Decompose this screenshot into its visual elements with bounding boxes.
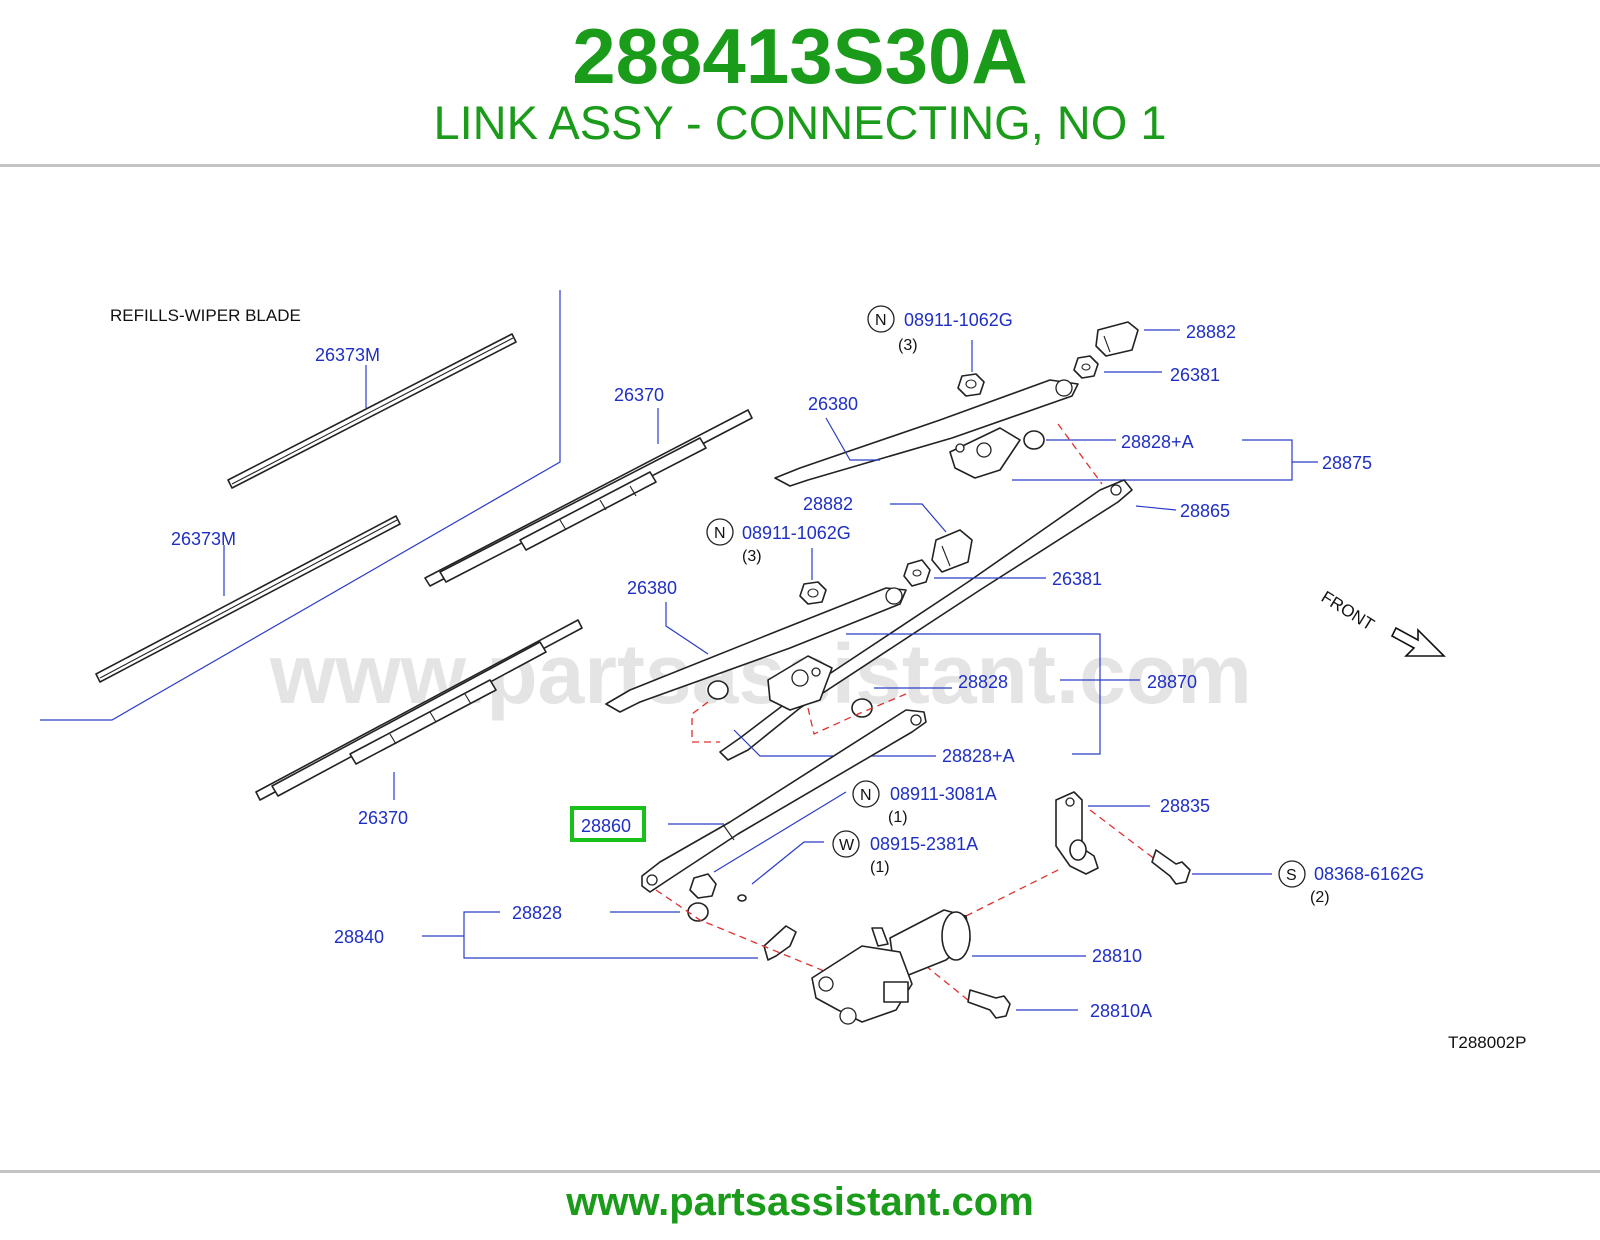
label-08911-1062g-b[interactable]: 08911-1062G bbox=[742, 523, 851, 543]
wiper-arm-lower[interactable] bbox=[605, 587, 907, 713]
marker-s-letter: S bbox=[1286, 867, 1297, 884]
header-divider bbox=[0, 164, 1600, 167]
page-header: 288413S30A LINK ASSY - CONNECTING, NO 1 bbox=[0, 0, 1600, 168]
qty-08368-6162g: (2) bbox=[1310, 889, 1330, 906]
nut-08911-3081a[interactable] bbox=[689, 873, 717, 899]
label-28810a[interactable]: 28810A bbox=[1090, 1001, 1152, 1021]
footer-url-link[interactable]: www.partsassistant.com bbox=[566, 1180, 1034, 1224]
marker-n-middle-letter: N bbox=[714, 525, 726, 542]
marker-n-upper bbox=[867, 305, 895, 333]
label-26373m-b[interactable]: 26373M bbox=[171, 529, 236, 549]
marker-w bbox=[832, 830, 860, 858]
section-title: REFILLS-WIPER BLADE bbox=[110, 306, 301, 325]
label-26380-a[interactable]: 26380 bbox=[808, 394, 858, 414]
figure-code: T288002P bbox=[1448, 1033, 1526, 1052]
qty-08915-2381a: (1) bbox=[870, 859, 890, 876]
refill-strip-lower[interactable] bbox=[95, 515, 401, 683]
marker-n-middle bbox=[706, 518, 734, 546]
bracket-28870 bbox=[846, 633, 1101, 755]
assembly-line-lower-right bbox=[965, 867, 1063, 917]
highlight-box-28860 bbox=[570, 806, 646, 842]
marker-s bbox=[1278, 860, 1306, 888]
assembly-line-middle-right bbox=[807, 693, 907, 735]
refill-strip-upper[interactable] bbox=[227, 333, 517, 489]
label-26381-b[interactable]: 26381 bbox=[1052, 569, 1102, 589]
bolt-08368-6162g[interactable] bbox=[1151, 849, 1191, 885]
wiper-motor-28810[interactable] bbox=[811, 909, 971, 1025]
assembly-line-upper bbox=[1057, 423, 1103, 485]
label-28828-a[interactable]: 28828 bbox=[958, 672, 1008, 692]
label-28870[interactable]: 28870 bbox=[1147, 672, 1197, 692]
label-28835[interactable]: 28835 bbox=[1160, 796, 1210, 816]
label-26380-b[interactable]: 26380 bbox=[627, 578, 677, 598]
leader-26380-a bbox=[825, 417, 880, 461]
label-26370-b[interactable]: 26370 bbox=[358, 808, 408, 828]
wiper-blade-lower[interactable] bbox=[255, 619, 583, 801]
nut-08911-1062g-lower[interactable] bbox=[799, 581, 827, 605]
label-26370-a[interactable]: 26370 bbox=[614, 385, 664, 405]
refills-group-bracket bbox=[40, 290, 561, 721]
label-08915-2381a[interactable]: 08915-2381A bbox=[870, 834, 978, 854]
bracket-28835[interactable] bbox=[1055, 791, 1099, 875]
leader-28882-b bbox=[890, 503, 947, 533]
label-28828a-a[interactable]: 28828+A bbox=[1121, 432, 1194, 452]
label-28828-b[interactable]: 28828 bbox=[512, 903, 562, 923]
leader-08915-2381a bbox=[751, 841, 824, 885]
leader-26380-b bbox=[665, 602, 709, 655]
label-28840[interactable]: 28840 bbox=[334, 927, 384, 947]
leader-28828a-b bbox=[733, 729, 936, 757]
nut-08911-1062g-upper[interactable] bbox=[957, 373, 985, 397]
label-28882-b[interactable]: 28882 bbox=[803, 494, 853, 514]
label-08368-6162g[interactable]: 08368-6162G bbox=[1314, 864, 1424, 884]
cap-28882-upper[interactable] bbox=[1095, 321, 1139, 357]
label-26373m-a[interactable]: 26373M bbox=[315, 345, 380, 365]
wiper-blade-upper[interactable] bbox=[424, 409, 753, 587]
leader-28865 bbox=[1135, 505, 1177, 511]
marker-n-lower bbox=[852, 780, 880, 808]
label-28828a-b[interactable]: 28828+A bbox=[942, 746, 1015, 766]
label-26381-a[interactable]: 26381 bbox=[1170, 365, 1220, 385]
bracket-28840 bbox=[463, 911, 758, 959]
assembly-line-middle-left bbox=[691, 701, 720, 743]
label-28860[interactable]: 28860 bbox=[581, 816, 631, 836]
connecting-link-28860[interactable] bbox=[641, 709, 927, 893]
cap-28882-lower[interactable] bbox=[931, 529, 973, 573]
leader-08911-3081a bbox=[713, 791, 847, 873]
label-28882-a[interactable]: 28882 bbox=[1186, 322, 1236, 342]
motor-crank-bracket[interactable] bbox=[763, 925, 797, 961]
front-arrow-icon bbox=[1390, 626, 1446, 657]
part-number-title: 288413S30A bbox=[572, 12, 1028, 100]
qty-08911-1062g-b: (3) bbox=[742, 548, 762, 565]
marker-w-letter: W bbox=[839, 837, 855, 854]
label-08911-1062g-a[interactable]: 08911-1062G bbox=[904, 310, 1013, 330]
assembly-line-bolt bbox=[1089, 809, 1157, 861]
label-28810[interactable]: 28810 bbox=[1092, 946, 1142, 966]
front-label: FRONT bbox=[1318, 587, 1378, 634]
marker-n-upper-letter: N bbox=[875, 312, 887, 329]
washer-08915-2381a[interactable] bbox=[737, 894, 747, 902]
footer-divider bbox=[0, 1170, 1600, 1173]
label-28875[interactable]: 28875 bbox=[1322, 453, 1372, 473]
qty-08911-3081a: (1) bbox=[888, 809, 908, 826]
label-28865[interactable]: 28865 bbox=[1180, 501, 1230, 521]
nut-26381-upper[interactable] bbox=[1073, 355, 1099, 379]
label-08911-3081a[interactable]: 08911-3081A bbox=[890, 784, 997, 804]
part-name-subtitle: LINK ASSY - CONNECTING, NO 1 bbox=[433, 96, 1167, 149]
nut-26381-lower[interactable] bbox=[903, 559, 931, 587]
assembly-line-lower-left bbox=[655, 889, 847, 981]
bracket-28875 bbox=[1012, 439, 1293, 481]
bushing-28828-middle-left[interactable] bbox=[707, 680, 729, 700]
bolt-28810a[interactable] bbox=[967, 989, 1011, 1019]
bushing-28828-middle-right[interactable] bbox=[851, 698, 873, 718]
bushing-28828a-upper[interactable] bbox=[1023, 430, 1045, 450]
marker-n-lower-letter: N bbox=[860, 787, 872, 804]
qty-08911-1062g-a: (3) bbox=[898, 337, 918, 354]
